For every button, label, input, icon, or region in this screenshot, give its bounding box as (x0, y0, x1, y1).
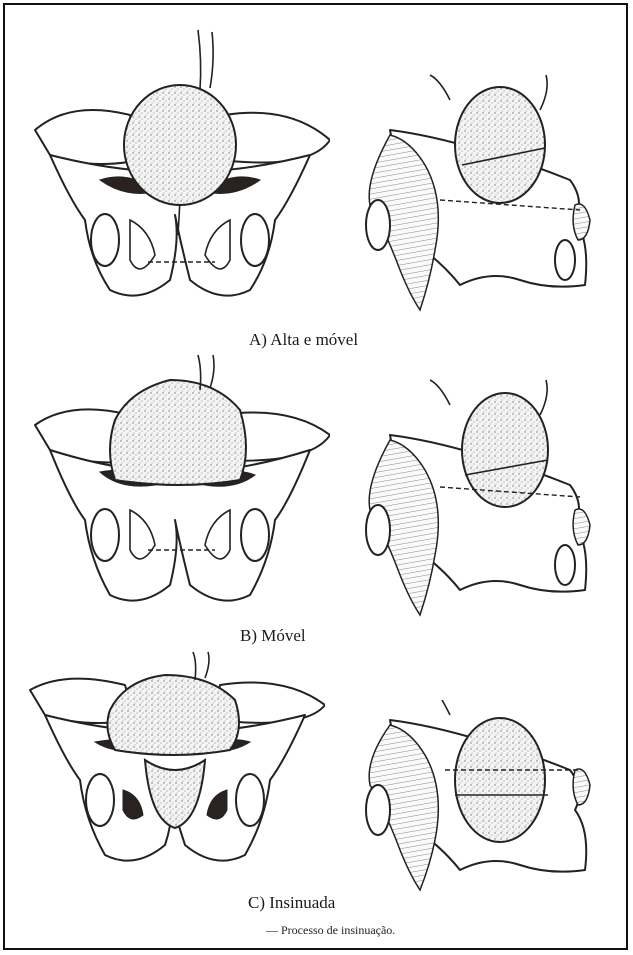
panel-label-c: C) Insinuada (248, 893, 335, 913)
pelvis-front-view-b (30, 350, 330, 630)
figure-frame: A) Alta e móvel (3, 3, 628, 950)
pelvis-side-view-c (350, 700, 610, 900)
pelvis-side-view-b (350, 365, 610, 645)
panel-label-b: B) Móvel (240, 626, 306, 646)
figure-caption: — Processo de insinuação. (266, 923, 395, 938)
pelvis-front-view-a (30, 20, 330, 310)
panel-label-a: A) Alta e móvel (249, 330, 358, 350)
pelvis-front-view-c (25, 650, 325, 880)
pelvis-side-view-a (350, 40, 610, 330)
